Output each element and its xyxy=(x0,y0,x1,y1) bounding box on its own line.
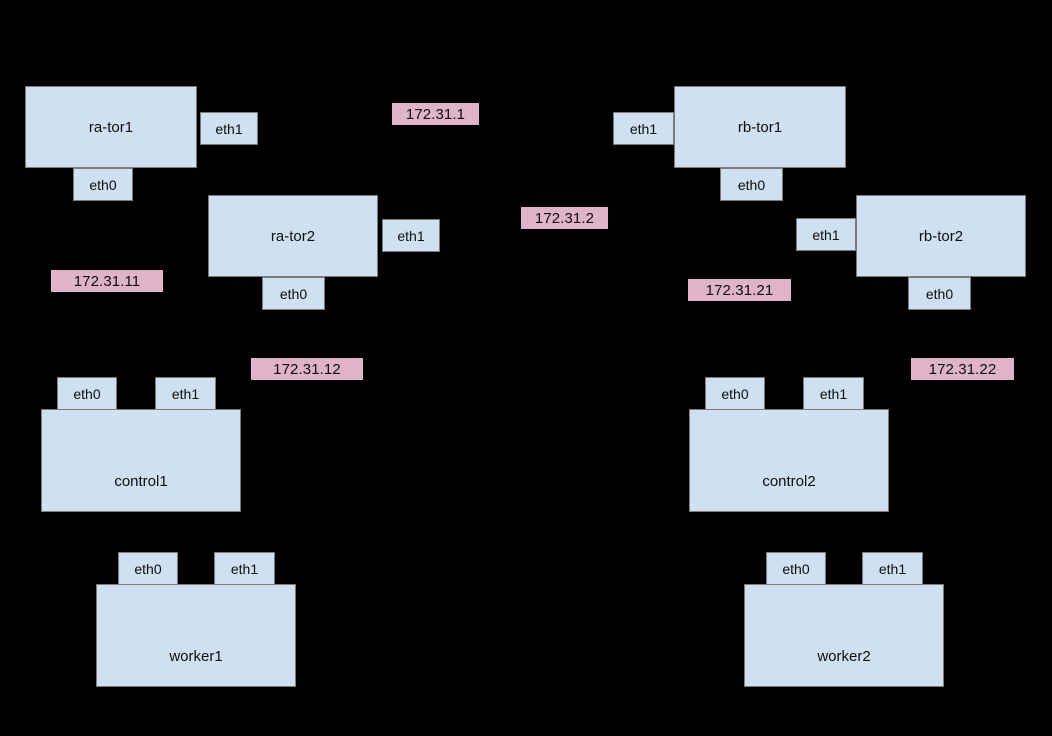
port-label: eth1 xyxy=(171,385,200,402)
port-worker1-eth0[interactable]: eth0 xyxy=(118,552,178,585)
ip-label-ip-172-31-2: 172.31.2 xyxy=(521,207,608,229)
ip-label-ip-172-31-22: 172.31.22 xyxy=(911,358,1014,380)
port-control1-eth1[interactable]: eth1 xyxy=(155,377,216,410)
node-label: rb-tor2 xyxy=(918,227,964,245)
node-rb-tor2[interactable]: rb-tor2 xyxy=(856,195,1026,277)
ip-label-text: 172.31.1 xyxy=(405,105,466,123)
node-label: ra-tor1 xyxy=(88,118,134,136)
ip-label-text: 172.31.12 xyxy=(273,360,341,378)
ip-label-ip-172-31-11: 172.31.11 xyxy=(51,270,163,292)
port-worker2-eth1[interactable]: eth1 xyxy=(862,552,923,585)
port-worker2-eth0[interactable]: eth0 xyxy=(766,552,826,585)
port-label: eth0 xyxy=(134,560,162,577)
ip-label-ip-172-31-1: 172.31.1 xyxy=(392,103,479,125)
node-control2[interactable]: control2 xyxy=(689,409,889,512)
port-rb-tor1-eth1[interactable]: eth1 xyxy=(613,112,674,145)
ip-label-text: 172.31.21 xyxy=(705,281,774,299)
node-worker1[interactable]: worker1 xyxy=(96,584,296,687)
port-ra-tor1-eth0[interactable]: eth0 xyxy=(73,168,133,201)
node-label: control2 xyxy=(762,473,816,490)
node-control1[interactable]: control1 xyxy=(41,409,241,512)
node-label: rb-tor1 xyxy=(737,118,783,136)
port-ra-tor2-eth1[interactable]: eth1 xyxy=(382,219,440,252)
port-label: eth0 xyxy=(279,285,308,302)
node-label: ra-tor2 xyxy=(270,227,316,245)
port-ra-tor2-eth0[interactable]: eth0 xyxy=(262,277,325,310)
port-label: eth0 xyxy=(925,285,954,302)
port-control1-eth0[interactable]: eth0 xyxy=(57,377,117,410)
ip-label-text: 172.31.11 xyxy=(73,272,141,290)
port-label: eth0 xyxy=(782,560,810,577)
port-label: eth1 xyxy=(230,560,259,577)
port-control2-eth1[interactable]: eth1 xyxy=(803,377,864,410)
port-control2-eth0[interactable]: eth0 xyxy=(705,377,765,410)
port-ra-tor1-eth1[interactable]: eth1 xyxy=(200,112,258,145)
ip-label-text: 172.31.2 xyxy=(534,209,595,227)
port-rb-tor2-eth1[interactable]: eth1 xyxy=(796,218,856,251)
port-label: eth1 xyxy=(819,385,848,402)
port-rb-tor1-eth0[interactable]: eth0 xyxy=(720,168,783,201)
node-label: worker1 xyxy=(169,648,223,665)
port-rb-tor2-eth0[interactable]: eth0 xyxy=(908,277,971,310)
node-label: control1 xyxy=(114,473,168,490)
port-label: eth1 xyxy=(878,560,907,577)
port-label: eth0 xyxy=(73,385,101,402)
port-label: eth0 xyxy=(737,176,766,193)
node-label: worker2 xyxy=(817,648,871,665)
node-rb-tor1[interactable]: rb-tor1 xyxy=(674,86,846,168)
ip-label-ip-172-31-21: 172.31.21 xyxy=(688,279,791,301)
port-label: eth1 xyxy=(397,227,425,244)
node-ra-tor1[interactable]: ra-tor1 xyxy=(25,86,197,168)
node-ra-tor2[interactable]: ra-tor2 xyxy=(208,195,378,277)
port-label: eth1 xyxy=(812,226,840,243)
node-worker2[interactable]: worker2 xyxy=(744,584,944,687)
port-label: eth1 xyxy=(215,120,243,137)
port-label: eth0 xyxy=(89,176,117,193)
port-label: eth0 xyxy=(721,385,749,402)
port-label: eth1 xyxy=(629,120,658,137)
ip-label-text: 172.31.22 xyxy=(928,360,997,378)
ip-label-ip-172-31-12: 172.31.12 xyxy=(251,358,363,380)
port-worker1-eth1[interactable]: eth1 xyxy=(214,552,275,585)
